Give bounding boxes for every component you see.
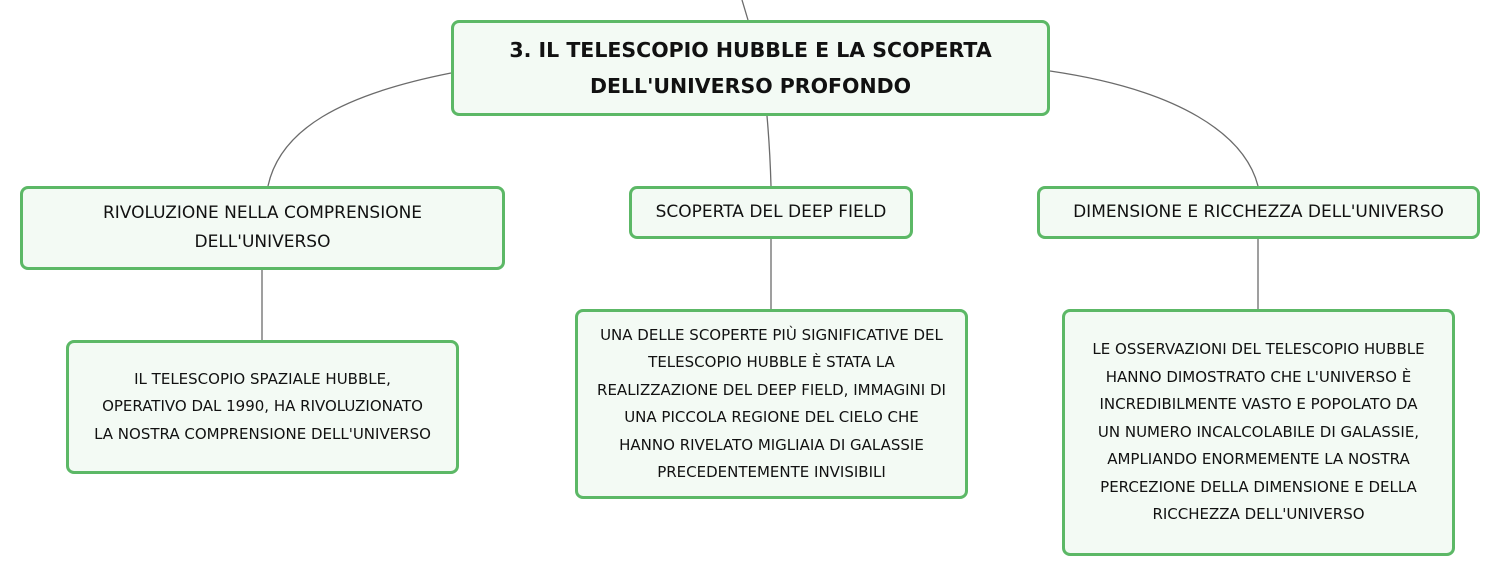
detail-text-rivoluzione: IL TELESCOPIO SPAZIALE HUBBLE, OPERATIVO… <box>94 369 431 443</box>
branch-node-dimensione[interactable]: DIMENSIONE E RICCHEZZA DELL'UNIVERSO <box>1037 186 1480 239</box>
root-topic-label: 3. IL TELESCOPIO HUBBLE E LA SCOPERTA DE… <box>509 38 992 98</box>
connector-root-to-branch-1 <box>267 72 452 187</box>
connector-parent-to-root <box>741 0 749 21</box>
branch-label-deep-field: SCOPERTA DEL DEEP FIELD <box>655 202 887 222</box>
branch-node-deep-field[interactable]: SCOPERTA DEL DEEP FIELD <box>629 186 913 239</box>
detail-text-dimensione: LE OSSERVAZIONI DEL TELESCOPIO HUBBLE HA… <box>1092 340 1425 524</box>
connector-root-to-branch-3 <box>1049 70 1259 187</box>
branch-label-rivoluzione: RIVOLUZIONE NELLA COMPRENSIONE DELL'UNIV… <box>102 203 423 252</box>
detail-node-rivoluzione[interactable]: IL TELESCOPIO SPAZIALE HUBBLE, OPERATIVO… <box>66 340 459 474</box>
branch-node-rivoluzione[interactable]: RIVOLUZIONE NELLA COMPRENSIONE DELL'UNIV… <box>20 186 505 270</box>
detail-node-dimensione[interactable]: LE OSSERVAZIONI DEL TELESCOPIO HUBBLE HA… <box>1062 309 1455 556</box>
branch-label-dimensione: DIMENSIONE E RICCHEZZA DELL'UNIVERSO <box>1073 202 1444 222</box>
connector-root-to-branch-2 <box>766 115 772 187</box>
detail-node-deep-field[interactable]: UNA DELLE SCOPERTE PIÙ SIGNIFICATIVE DEL… <box>575 309 968 499</box>
root-topic-node[interactable]: 3. IL TELESCOPIO HUBBLE E LA SCOPERTA DE… <box>451 20 1050 116</box>
detail-text-deep-field: UNA DELLE SCOPERTE PIÙ SIGNIFICATIVE DEL… <box>597 325 946 482</box>
